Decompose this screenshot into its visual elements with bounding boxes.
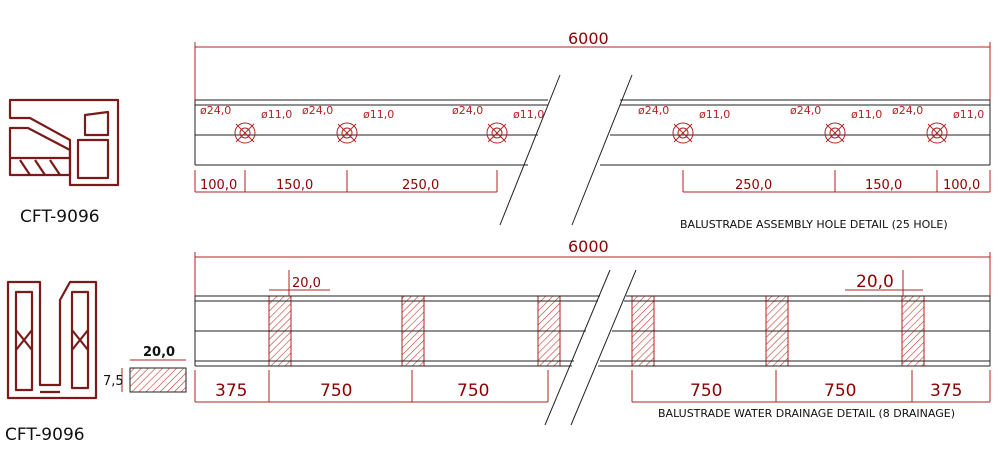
assembly-spacing-6: 100,0	[943, 178, 980, 193]
hole-inner-circle	[677, 127, 689, 139]
hole-outer-diameter-label: ø24,0	[790, 104, 821, 117]
drainage-spacing-6: 375	[930, 381, 962, 401]
hole-inner-diameter-label: ø11,0	[363, 108, 394, 121]
assembly-hole: ø24,0 ø11,0	[638, 104, 730, 144]
hole-outer-circle	[672, 122, 694, 144]
profile-section-top	[8, 98, 120, 187]
assembly-hole: ø24,0 ø11,0	[200, 104, 292, 144]
drainage-spacing-2: 750	[320, 381, 352, 401]
drainage-spacing-5: 750	[824, 381, 856, 401]
assembly-spacing-3: 250,0	[402, 178, 439, 193]
slot-section: 20,0 7,5	[103, 345, 187, 393]
hole-center-mark	[337, 123, 357, 143]
profile-code-top: CFT-9096	[20, 207, 100, 227]
assembly-hole: ø24,0 ø11,0	[790, 104, 882, 144]
hole-center-mark	[673, 123, 693, 143]
hole-outer-diameter-label: ø24,0	[892, 104, 923, 117]
hole-inner-diameter-label: ø11,0	[953, 108, 984, 121]
drainage-caption: BALUSTRADE WATER DRAINAGE DETAIL (8 DRAI…	[658, 407, 955, 420]
hole-outer-circle	[926, 122, 948, 144]
hole-outer-circle	[486, 122, 508, 144]
hole-outer-circle	[234, 122, 256, 144]
hole-inner-circle	[931, 127, 943, 139]
hole-outer-diameter-label: ø24,0	[452, 104, 483, 117]
profile-code-bottom: CFT-9096	[5, 425, 85, 445]
hole-inner-diameter-label: ø11,0	[261, 108, 292, 121]
assembly-spacing-5: 150,0	[865, 178, 902, 193]
drainage-view: 6000 20,0 20,0	[194, 237, 991, 426]
drainage-slot-width-right: 20,0	[856, 272, 894, 292]
hole-center-mark	[927, 123, 947, 143]
drainage-spacing-4: 750	[690, 381, 722, 401]
assembly-hole: ø24,0 ø11,0	[452, 104, 544, 144]
hole-center-mark	[487, 123, 507, 143]
assembly-spacing-2: 150,0	[276, 178, 313, 193]
assembly-spacing-4: 250,0	[735, 178, 772, 193]
hole-outer-diameter-label: ø24,0	[638, 104, 669, 117]
drainage-total-length: 6000	[568, 237, 609, 256]
hole-inner-diameter-label: ø11,0	[851, 108, 882, 121]
hole-outer-circle	[336, 122, 358, 144]
hole-center-mark	[235, 123, 255, 143]
hole-outer-diameter-label: ø24,0	[302, 104, 333, 117]
slot-height-label: 7,5	[103, 374, 124, 389]
drainage-slot-width-left: 20,0	[292, 276, 321, 291]
assembly-hole: ø24,0 ø11,0	[302, 104, 394, 144]
slot-width-label: 20,0	[143, 345, 175, 360]
hole-outer-diameter-label: ø24,0	[200, 104, 231, 117]
assembly-hole: ø24,0 ø11,0	[892, 104, 984, 144]
hole-center-mark	[825, 123, 845, 143]
hole-outer-circle	[824, 122, 846, 144]
hole-inner-diameter-label: ø11,0	[513, 108, 544, 121]
assembly-caption: BALUSTRADE ASSEMBLY HOLE DETAIL (25 HOLE…	[680, 218, 948, 231]
hole-inner-circle	[341, 127, 353, 139]
drainage-spacing-3: 750	[457, 381, 489, 401]
assembly-spacing-1: 100,0	[200, 178, 237, 193]
drainage-spacing-1: 375	[215, 381, 247, 401]
profile-section-bottom	[6, 280, 98, 400]
hole-inner-circle	[491, 127, 503, 139]
hole-inner-circle	[829, 127, 841, 139]
hole-inner-diameter-label: ø11,0	[699, 108, 730, 121]
assembly-total-length: 6000	[568, 29, 609, 48]
hole-inner-circle	[239, 127, 251, 139]
